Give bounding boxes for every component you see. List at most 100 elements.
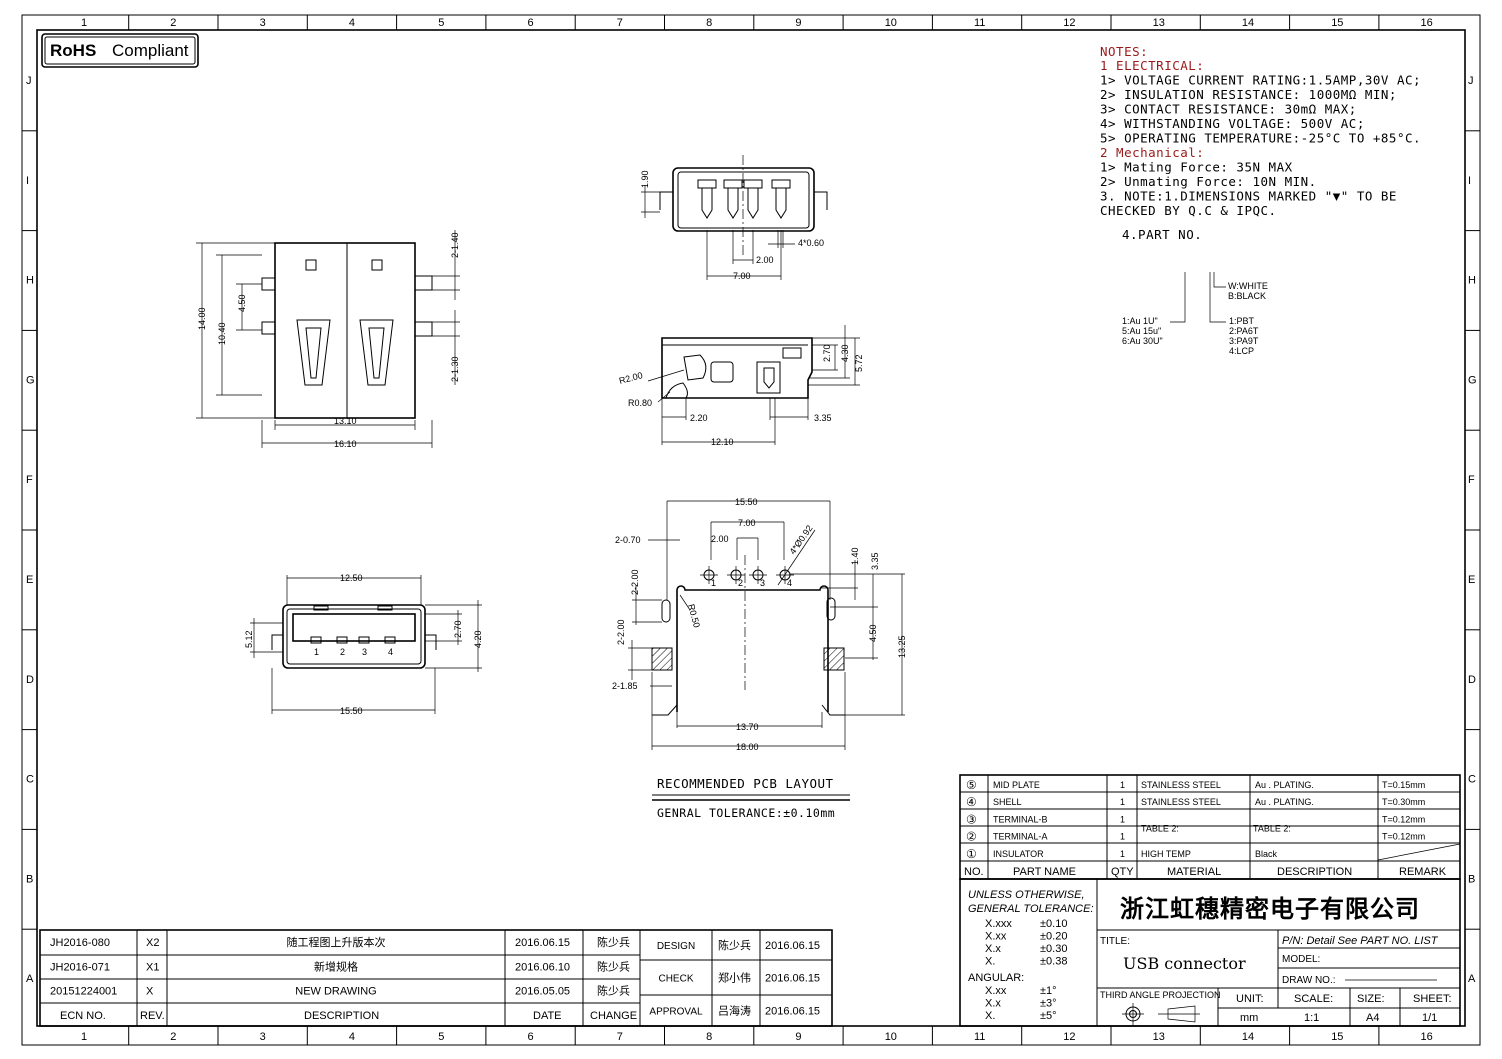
color-code: B:BLACK xyxy=(1228,291,1266,301)
revision: X1 xyxy=(146,961,159,973)
column-label: 3 xyxy=(260,17,266,29)
tolerance-format: X.x xyxy=(985,943,1001,955)
dim-2-20: 2.20 xyxy=(690,413,708,423)
quantity: 1 xyxy=(1120,814,1125,824)
third-angle-projection-icon xyxy=(1122,1003,1200,1025)
tolerance-format: X.x xyxy=(985,998,1001,1010)
row-label: C xyxy=(1468,774,1476,786)
dim-10-40: 10.40 xyxy=(217,322,227,345)
material-code: 3:PA9T xyxy=(1229,336,1259,346)
dim-4-50: 4.50 xyxy=(868,624,878,642)
tolerance-value: ±3° xyxy=(1040,998,1057,1010)
note-line: 1> VOLTAGE CURRENT RATING:1.5AMP,30V AC; xyxy=(1100,73,1421,88)
dim-15-50: 15.50 xyxy=(735,497,758,507)
dim-4-20: 4.20 xyxy=(473,630,483,648)
notes-block: NOTES: 1 ELECTRICAL: 1> VOLTAGE CURRENT … xyxy=(1100,44,1421,356)
rev-header: REV. xyxy=(140,1010,165,1022)
row-label: A xyxy=(1468,973,1476,985)
revision-date: 2016.05.05 xyxy=(515,986,570,998)
bom-header: MATERIAL xyxy=(1167,866,1221,878)
column-label: 3 xyxy=(260,1031,266,1043)
notes-heading: NOTES: xyxy=(1100,44,1148,59)
dim-5-12: 5.12 xyxy=(244,630,254,648)
row-label: C xyxy=(26,774,34,786)
title-block: UNLESS OTHERWISE, GENERAL TOLERANCE: X.x… xyxy=(959,878,1461,1027)
column-label: 6 xyxy=(528,17,534,29)
part-name: SHELL xyxy=(993,797,1022,807)
terminal-contact xyxy=(743,179,763,189)
description: Au . PLATING. xyxy=(1255,797,1314,807)
row-label: G xyxy=(26,374,35,386)
size-label: SIZE: xyxy=(1357,993,1385,1005)
revision-description: 新增规格 xyxy=(314,959,358,973)
dim-r0-50: R0.50 xyxy=(686,603,702,629)
rohs-badge: RoHS Compliant xyxy=(41,33,199,68)
approval-role: APPROVAL xyxy=(649,1007,703,1018)
dim-2-70: 2.70 xyxy=(822,344,832,362)
bom-header: DESCRIPTION xyxy=(1277,866,1352,878)
dim-5-72: 5.72 xyxy=(854,354,864,372)
pin-label: 4 xyxy=(388,647,393,657)
row-label: E xyxy=(26,574,33,586)
remark: T=0.12mm xyxy=(1382,814,1425,824)
unit-label: UNIT: xyxy=(1236,993,1264,1005)
bom-header-row: NO. PART NAME QTY MATERIAL DESCRIPTION R… xyxy=(964,866,1447,878)
changed-by: 陈少兵 xyxy=(597,935,630,949)
pin-label: 2 xyxy=(340,647,345,657)
row-label: F xyxy=(1468,474,1475,486)
approval-date: 2016.06.15 xyxy=(765,973,820,985)
remark: T=0.30mm xyxy=(1382,797,1425,807)
tolerance-format: X.xxx xyxy=(985,918,1012,930)
dim-2-1-30: 2-1.30 xyxy=(450,356,460,382)
company-name: 浙江虹穗精密电子有限公司 xyxy=(1120,895,1420,923)
row-label: G xyxy=(1468,374,1477,386)
terminal-contact xyxy=(697,179,717,189)
column-label: 10 xyxy=(885,17,897,29)
revision: X2 xyxy=(146,937,159,949)
dim-4-30: 4.30 xyxy=(840,344,850,362)
material: STAINLESS STEEL xyxy=(1141,780,1221,790)
column-label: 13 xyxy=(1153,17,1165,29)
pin-label: 3 xyxy=(362,647,367,657)
note-line: 3. NOTE:1.DIMENSIONS MARKED "▼" TO BE xyxy=(1100,189,1397,204)
approval-role: DESIGN xyxy=(657,941,695,952)
ecn-number: 20151224001 xyxy=(50,986,117,998)
material-code: 2:PA6T xyxy=(1229,326,1259,336)
column-label: 7 xyxy=(617,1031,623,1043)
dim-12-10: 12.10 xyxy=(711,437,734,447)
rev-header: CHANGE xyxy=(590,1010,637,1022)
dim-7-00: 7.00 xyxy=(733,271,751,281)
dim-2-2-00: 2-2.00 xyxy=(616,619,626,645)
approver-name: 吕海涛 xyxy=(718,1004,751,1018)
part-number-circle: ① xyxy=(966,847,977,861)
dim-18-00: 18.00 xyxy=(736,742,759,752)
dim-1-40: 1.40 xyxy=(850,547,860,565)
ecn-number: JH2016-080 xyxy=(50,937,110,949)
column-label: 11 xyxy=(974,1031,985,1043)
general-tolerance-note: GENRAL TOLERANCE:±0.10mm xyxy=(657,806,835,820)
terminal-contact xyxy=(723,179,743,189)
note-line: 1 ELECTRICAL: xyxy=(1100,58,1204,73)
model-label: MODEL: xyxy=(1282,954,1320,965)
color-code: W:WHITE xyxy=(1228,281,1268,291)
row-label: H xyxy=(26,275,34,287)
column-label: 9 xyxy=(795,1031,801,1043)
dim-1-90: 1.90 xyxy=(640,170,650,188)
approval-date: 2016.06.15 xyxy=(765,940,820,952)
note-line: 5> OPERATING TEMPERATURE:-25°C TO +85°C. xyxy=(1100,131,1421,146)
column-label: 4 xyxy=(349,1031,355,1043)
row-label: D xyxy=(26,674,34,686)
ecn-number: JH2016-071 xyxy=(50,961,110,973)
approver-name: 郑小伟 xyxy=(718,971,751,985)
dim-4x0-60: 4*0.60 xyxy=(798,238,824,248)
bom-header: PART NAME xyxy=(1013,866,1076,878)
material: TABLE 2: xyxy=(1141,823,1179,833)
pcb-layout-title: RECOMMENDED PCB LAYOUT xyxy=(657,776,834,791)
note-line: 2 Mechanical: xyxy=(1100,145,1204,160)
front-view-top: 1.90 4*0.60 2.00 7.00 xyxy=(640,155,828,281)
